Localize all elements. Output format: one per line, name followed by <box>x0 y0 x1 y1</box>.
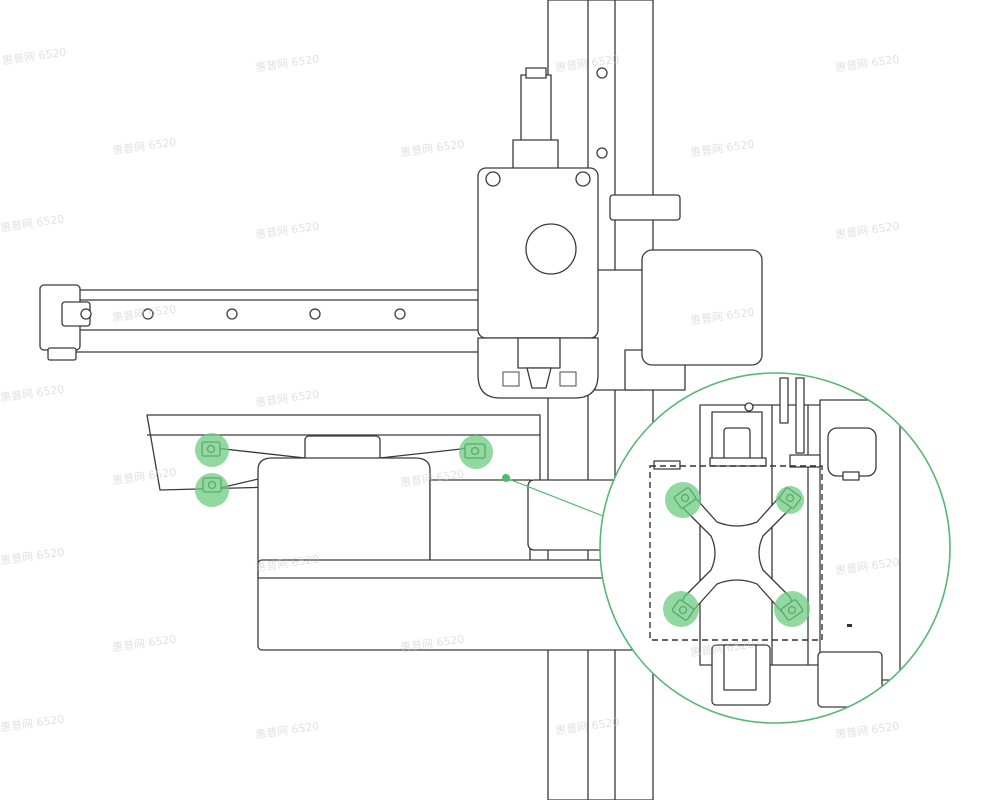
detail-highlight-top-left <box>665 482 701 518</box>
print-bed <box>146 414 541 491</box>
screw-highlights <box>195 433 493 507</box>
detail-highlight-bottom-left <box>663 591 699 627</box>
print-head-carriage <box>477 139 599 399</box>
screw-highlight-right <box>459 435 493 469</box>
printer-base <box>257 457 639 651</box>
x-axis-arm <box>39 284 486 361</box>
control-box <box>641 249 763 366</box>
detail-screw-highlights <box>663 482 810 627</box>
side-bracket <box>594 194 686 391</box>
screw-highlight-left-top <box>195 433 229 467</box>
z-axis-column <box>547 0 654 800</box>
magnifier-ring <box>599 372 951 724</box>
screw-highlight-left-bottom <box>195 473 229 507</box>
callout-leader-line <box>505 477 604 517</box>
detail-highlight-bottom-right <box>774 591 810 627</box>
detail-highlight-top-right <box>776 486 804 514</box>
z-motor <box>520 67 552 151</box>
